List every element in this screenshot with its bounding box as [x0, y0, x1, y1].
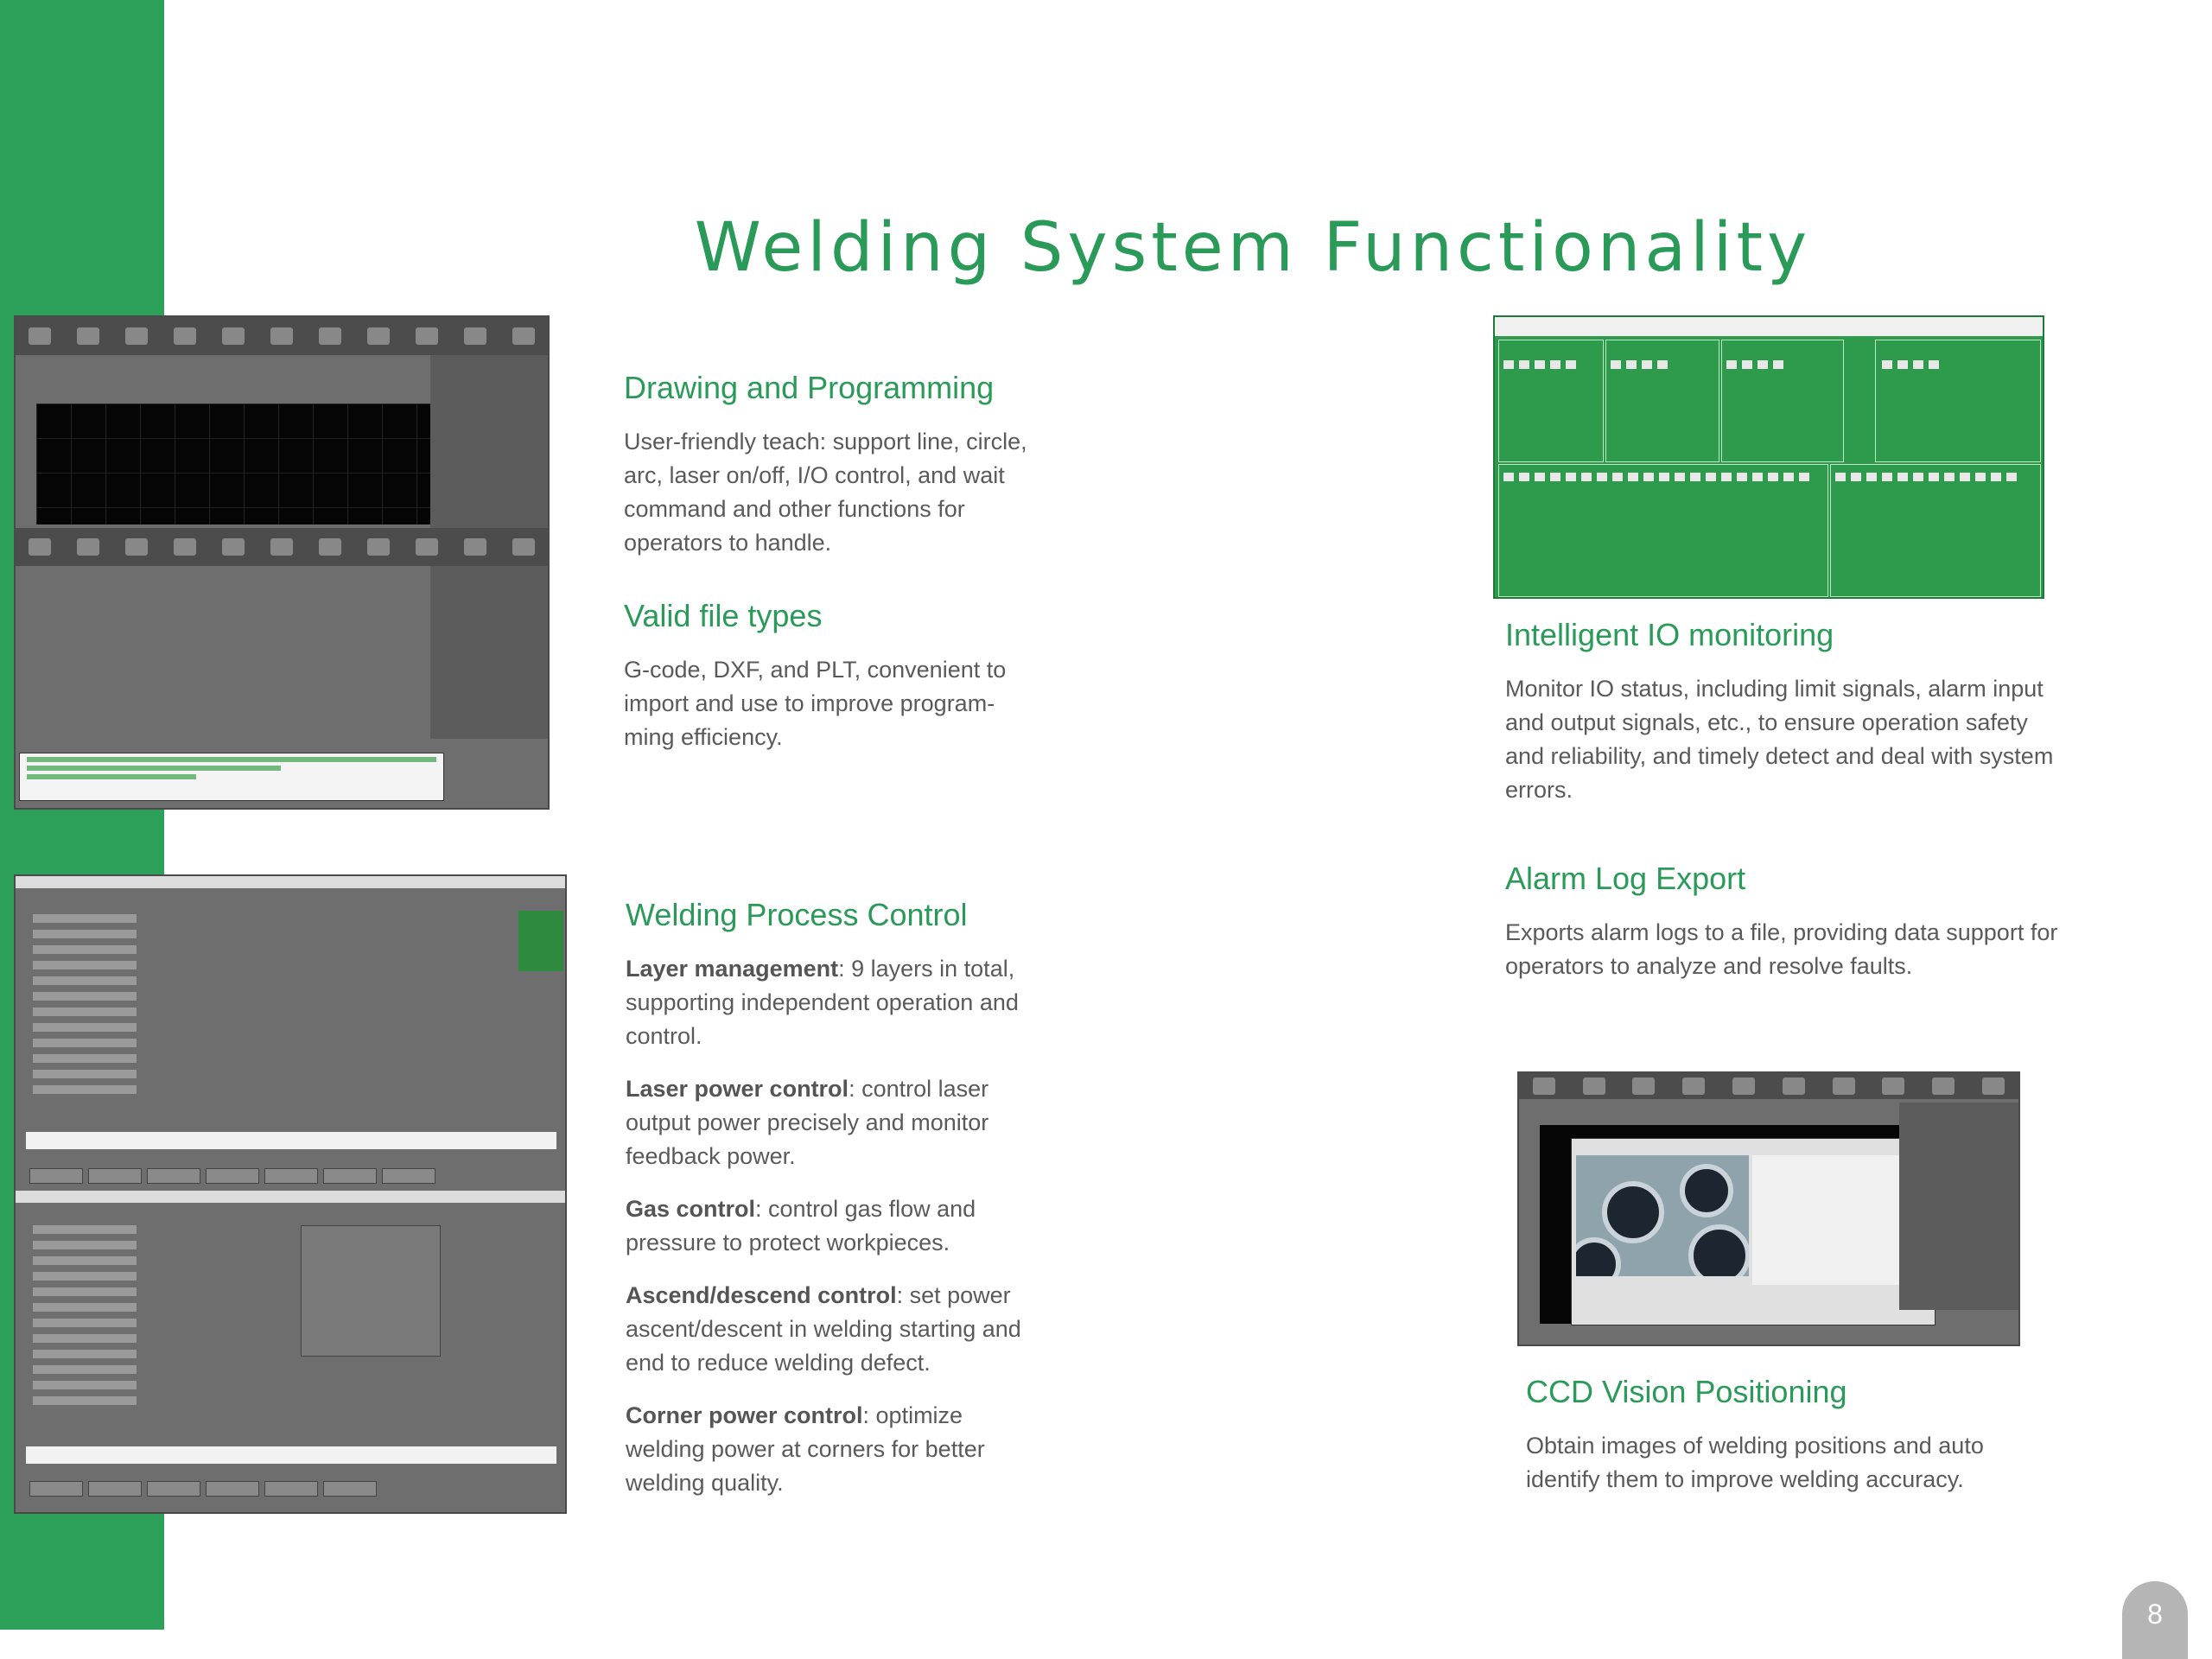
process-heading: Welding Process Control [626, 897, 968, 932]
page-title: Welding System Functionality [694, 209, 1812, 288]
section-ccd: CCD Vision Positioning Obtain images of … [1526, 1374, 2044, 1516]
drawing-canvas [36, 404, 451, 524]
process-item: Layer management: 9 layers in total, sup… [626, 952, 1040, 1053]
process-control-screenshot [14, 874, 567, 1514]
process-item-text: : set power ascent/descent in welding st… [626, 1282, 1021, 1376]
drawing-software-screenshot [14, 315, 550, 810]
io-monitor-screenshot [1493, 315, 2044, 599]
process-item: Laser power control: control laser outpu… [626, 1072, 1040, 1173]
process-item-label: Laser power control [626, 1076, 849, 1102]
process-item-label: Layer management [626, 956, 839, 982]
page-number-badge: 8 [2122, 1581, 2188, 1659]
process-buttons [29, 1168, 435, 1184]
ccd-vision-screenshot [1517, 1071, 2020, 1346]
io-body: Monitor IO status, including limit signa… [1505, 676, 2054, 803]
alarm-body: Exports alarm logs to a file, providing … [1505, 919, 2058, 979]
process-item: Corner power control: optimize welding p… [626, 1399, 1040, 1500]
ccd-control-panel [1899, 1103, 2018, 1310]
toolbar-ccd [1519, 1073, 2018, 1099]
power-curve-chart [301, 1225, 441, 1357]
drawing-heading: Drawing and Programming [624, 370, 995, 405]
control-panel [430, 355, 548, 528]
io-heading: Intelligent IO monitoring [1505, 617, 1834, 652]
toolbar-second [16, 528, 548, 566]
toolbar-top [16, 317, 548, 355]
section-io: Intelligent IO monitoring Monitor IO sta… [1505, 617, 2067, 826]
process-item-text: : control laser output power precisely a… [626, 1076, 989, 1169]
layer-fields [33, 914, 137, 1094]
section-drawing: Drawing and Programming User-friendly te… [624, 370, 1030, 579]
process-item-text: : 9 layers in total, supporting independ… [626, 956, 1019, 1049]
drawing-body: User-friendly teach: support line, circl… [624, 429, 1027, 556]
process-item-text: : optimize welding power at corners for … [626, 1402, 985, 1496]
ccd-body: Obtain images of welding positions and a… [1526, 1433, 1984, 1492]
layer-fields-2 [33, 1225, 137, 1405]
ccd-heading: CCD Vision Positioning [1526, 1374, 1847, 1409]
process-item: Ascend/descend control: set power ascent… [626, 1279, 1040, 1380]
process-item-text: : control gas flow and pressure to prote… [626, 1196, 976, 1255]
process-item-label: Gas control [626, 1196, 756, 1222]
camera-image [1576, 1155, 1749, 1276]
filetypes-body: G-code, DXF, and PLT, convenient to impo… [624, 657, 1007, 750]
filetypes-heading: Valid file types [624, 598, 823, 633]
process-item-label: Ascend/descend control [626, 1282, 897, 1308]
process-item-label: Corner power control [626, 1402, 863, 1428]
process-buttons-2 [29, 1481, 377, 1497]
process-item: Gas control: control gas flow and pressu… [626, 1192, 1040, 1260]
alarm-heading: Alarm Log Export [1505, 861, 1746, 896]
section-alarm: Alarm Log Export Exports alarm logs to a… [1505, 861, 2067, 1002]
control-panel-lower [430, 566, 548, 739]
layer-side-tabs [518, 911, 563, 971]
log-output [19, 753, 444, 801]
section-filetypes: Valid file types G-code, DXF, and PLT, c… [624, 598, 1030, 773]
section-process: Welding Process Control Layer management… [626, 897, 1040, 1519]
